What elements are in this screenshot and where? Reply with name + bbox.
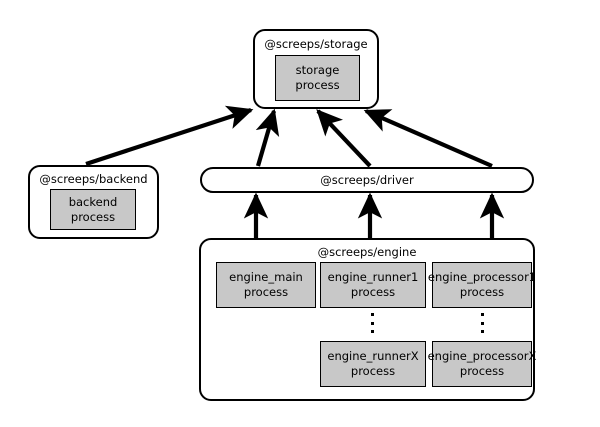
dot	[481, 330, 484, 333]
dot	[371, 313, 374, 316]
process-engine-runnerX-name: engine_runnerX	[327, 349, 419, 363]
connector-driver-to-storage-3	[363, 109, 493, 168]
process-backend-name: backend	[68, 194, 118, 209]
vertical-dots-icon-processor	[481, 313, 484, 333]
process-engine-main-name: engine_main	[229, 270, 303, 284]
process-engine-processorX-suffix: process	[459, 364, 505, 378]
package-backend[interactable]: @screeps/backend backend process	[28, 165, 159, 239]
process-engine-runner1-suffix: process	[350, 285, 396, 299]
process-engine-runner1-name: engine_runner1	[327, 270, 419, 284]
package-engine[interactable]: @screeps/engine engine_main process engi…	[199, 238, 536, 401]
dot	[371, 330, 374, 333]
process-backend-suffix: process	[70, 209, 116, 224]
package-driver-label: @screeps/driver	[320, 173, 414, 187]
package-storage[interactable]: @screeps/storage storage process	[253, 29, 379, 109]
dot	[371, 321, 374, 325]
package-engine-label: @screeps/engine	[317, 245, 417, 259]
package-driver[interactable]: @screeps/driver	[200, 167, 534, 193]
dot	[481, 321, 484, 325]
process-storage[interactable]: storage process	[275, 55, 360, 101]
process-storage-name: storage	[295, 63, 340, 77]
process-backend[interactable]: backend process	[50, 189, 136, 230]
process-engine-processor1[interactable]: engine_processor1 process	[428, 262, 536, 308]
process-engine-runner1[interactable]: engine_runner1 process	[320, 262, 426, 308]
process-engine-runnerX[interactable]: engine_runnerX process	[320, 341, 426, 387]
connector-driver-to-storage-1	[255, 108, 280, 167]
process-engine-processor1-suffix: process	[459, 285, 505, 299]
process-engine-processorX[interactable]: engine_processorX process	[428, 341, 536, 387]
process-engine-processorX-name: engine_processorX	[427, 349, 537, 363]
package-storage-label: @screeps/storage	[264, 37, 368, 51]
process-engine-main-suffix: process	[243, 285, 289, 299]
process-storage-suffix: process	[295, 78, 340, 92]
process-engine-runnerX-suffix: process	[350, 364, 396, 378]
vertical-dots-icon-runner	[371, 313, 374, 333]
connector-driver-to-storage-2	[316, 109, 372, 168]
dot	[481, 313, 484, 316]
process-engine-processor1-name: engine_processor1	[427, 270, 537, 284]
package-backend-label: @screeps/backend	[39, 172, 148, 186]
process-engine-main[interactable]: engine_main process	[216, 262, 316, 308]
connector-backend-to-storage	[85, 105, 254, 166]
